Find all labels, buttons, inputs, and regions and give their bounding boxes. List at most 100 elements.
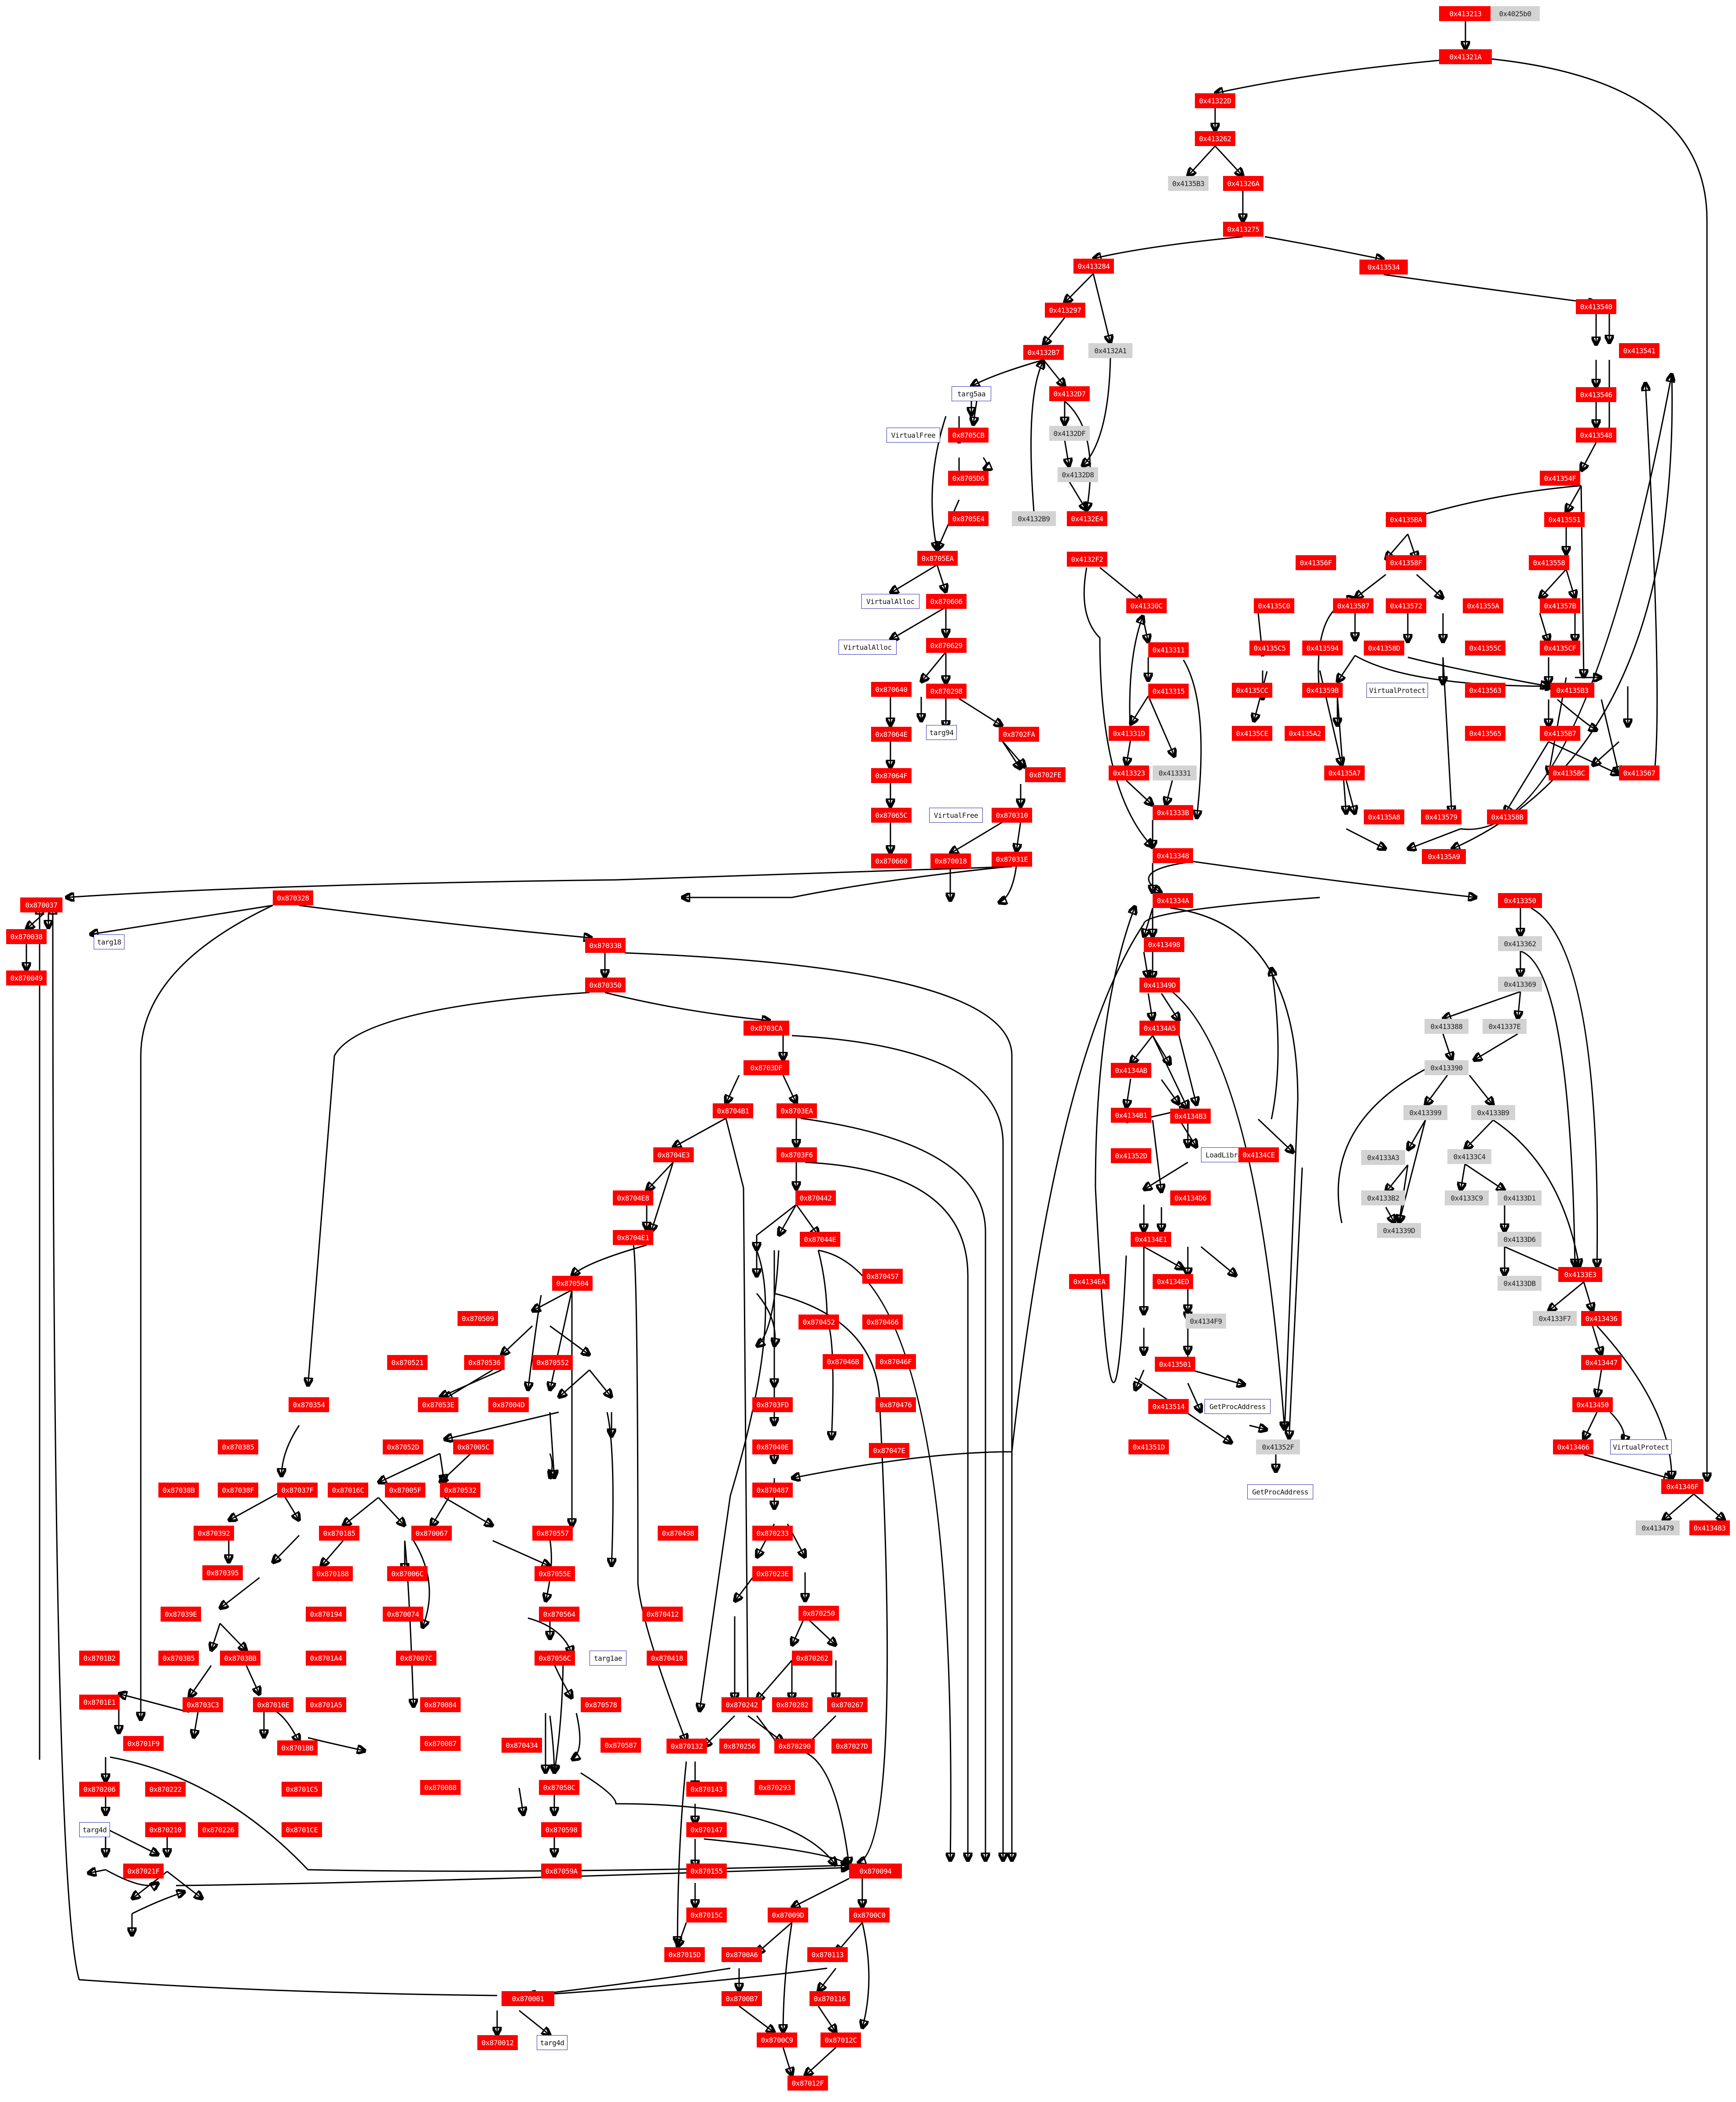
basic-block-node: 0x4134AB [1111, 1063, 1151, 1078]
basic-block-node: 0x870282 [772, 1697, 813, 1712]
basic-block-node: 0x87033B [585, 938, 626, 953]
basic-block-node: 0x413284 [1073, 259, 1114, 274]
basic-block-node: 0x87055E [535, 1566, 575, 1581]
basic-block-node: 0x870498 [658, 1526, 698, 1541]
basic-block-node: 0x41358F [1386, 555, 1426, 570]
basic-block-node: 0x8705D6 [948, 471, 989, 486]
basic-block-node: 0x41356F [1296, 555, 1336, 570]
basic-block-node: 0x870354 [289, 1397, 329, 1412]
basic-block-node: 0x413447 [1581, 1355, 1622, 1370]
basic-block-node: 0x87005C [453, 1439, 494, 1454]
basic-block-node: 0x4134B1 [1111, 1108, 1151, 1123]
basic-block-node: 0x413297 [1045, 303, 1085, 318]
basic-block-node: 0x413548 [1576, 428, 1616, 443]
basic-block-node: 0x41321A [1439, 49, 1492, 64]
api-call-node: VirtualFree [886, 428, 940, 443]
basic-block-node: 0x87038F [218, 1483, 258, 1498]
basic-block-node: 0x413348 [1153, 848, 1193, 863]
basic-block-node: 0x870521 [387, 1355, 428, 1370]
basic-block-node: 0x4133C4 [1447, 1149, 1491, 1164]
basic-block-node: 0x8701BB [277, 1740, 318, 1755]
basic-block-node: 0x4133D6 [1498, 1232, 1542, 1247]
basic-block-node: 0x8704E1 [613, 1230, 653, 1245]
basic-block-node: 0x4133C9 [1445, 1190, 1489, 1205]
basic-block-node: 0x41330C [1126, 598, 1167, 613]
basic-block-node: 0x87053E [418, 1397, 458, 1412]
basic-block-node: 0x4133D1 [1498, 1190, 1542, 1205]
basic-block-node: 0x87037F [277, 1483, 318, 1498]
basic-block-node: 0x413534 [1359, 260, 1408, 275]
basic-block-node: 0x870504 [552, 1276, 593, 1291]
api-call-node: targ18 [94, 934, 125, 949]
basic-block-node: 0x8700A6 [722, 1947, 762, 1962]
basic-block-node: 0x87023E [752, 1566, 793, 1581]
basic-block-node: 0x870629 [926, 638, 967, 653]
basic-block-node: 0x870452 [798, 1315, 839, 1329]
basic-block-node: 0x870412 [642, 1607, 683, 1622]
basic-block-node: 0x8701B2 [79, 1651, 120, 1666]
basic-block-node: 0x870267 [827, 1697, 868, 1712]
basic-block-node: 0x870084 [420, 1697, 461, 1712]
basic-block-node: 0x87064F [871, 768, 912, 783]
basic-block-node: 0x870434 [502, 1738, 542, 1753]
basic-block-node: 0x87044E [800, 1232, 840, 1247]
basic-block-node: 0x87056C [535, 1651, 575, 1666]
basic-block-node: 0x4132E4 [1067, 511, 1107, 526]
basic-block-node: 0x41346F [1661, 1479, 1703, 1494]
basic-block-node: 0x413565 [1465, 726, 1505, 741]
basic-block-node: 0x4134D6 [1170, 1190, 1211, 1205]
basic-block-node: 0x87004D [488, 1397, 529, 1412]
api-call-node: VirtualAlloc [839, 640, 897, 655]
basic-block-node: 0x87040E [752, 1439, 793, 1454]
basic-block-node: 0x41334A [1153, 893, 1193, 908]
basic-block-node: 0x870185 [319, 1526, 359, 1541]
basic-block-node: 0x413498 [1144, 937, 1184, 952]
basic-block-node: 0x8703B5 [158, 1651, 199, 1666]
basic-block-node: 0x870226 [198, 1822, 238, 1837]
basic-block-node: 0x870194 [306, 1607, 346, 1622]
basic-block-node: 0x870088 [420, 1780, 461, 1795]
basic-block-node: 0x8701C5 [282, 1782, 322, 1797]
basic-block-node: 0x4134E1 [1131, 1232, 1171, 1247]
basic-block-node: 0x870256 [719, 1739, 760, 1754]
basic-block-node: 0x41351D [1128, 1439, 1169, 1454]
basic-block-node: 0x4135CC [1232, 683, 1272, 698]
basic-block-node: 0x87006C [387, 1566, 428, 1581]
basic-block-node: 0x413483 [1689, 1520, 1730, 1535]
basic-block-node: 0x870143 [686, 1782, 727, 1797]
basic-block-node: 0x87005F [385, 1483, 425, 1498]
basic-block-node: 0x4135C5 [1249, 641, 1290, 656]
basic-block-node: 0x870067 [411, 1526, 452, 1541]
basic-block-node: 0x8700C9 [757, 2032, 797, 2047]
basic-block-node: 0x413390 [1425, 1060, 1469, 1075]
basic-block-node: 0x870466 [862, 1315, 903, 1329]
basic-block-node: 0x413323 [1109, 765, 1149, 780]
basic-block-node: 0x8704E8 [613, 1190, 653, 1205]
basic-block-node: 0x870328 [273, 890, 313, 905]
basic-block-node: 0x4135A9 [1422, 849, 1466, 864]
basic-block-node: 0x870001 [502, 1991, 554, 2006]
basic-block-node: 0x413540 [1576, 299, 1616, 314]
basic-block-node: 0x4135CE [1232, 726, 1272, 741]
basic-block-node: 0x413399 [1403, 1105, 1447, 1120]
basic-block-node: 0x4135B3 [1168, 176, 1209, 191]
basic-block-node: 0x870233 [752, 1526, 793, 1541]
api-call-node: VirtualAlloc [861, 594, 919, 609]
basic-block-node: 0x8703DF [743, 1060, 789, 1075]
basic-block-node: 0x41358B [1487, 809, 1527, 824]
basic-block-node: 0x41355C [1465, 641, 1505, 656]
basic-block-node: 0x8703FD [752, 1397, 793, 1412]
basic-block-node: 0x870210 [145, 1822, 186, 1837]
basic-block-node: 0x8701A5 [306, 1697, 346, 1712]
basic-block-node: 0x4134F9 [1186, 1314, 1226, 1329]
basic-block-node: 0x4132D7 [1049, 386, 1090, 401]
basic-block-node: 0x870598 [541, 1822, 582, 1837]
basic-block-node: 0x413546 [1576, 387, 1616, 402]
basic-block-node: 0x870147 [686, 1822, 727, 1837]
basic-block-node: 0x870442 [795, 1190, 836, 1205]
edges [26, 21, 1725, 2076]
basic-block-node: 0x4135B3 [1550, 683, 1594, 698]
api-call-node: GetProcAddress [1205, 1399, 1271, 1414]
basic-block-node: 0x87046F [875, 1354, 916, 1369]
